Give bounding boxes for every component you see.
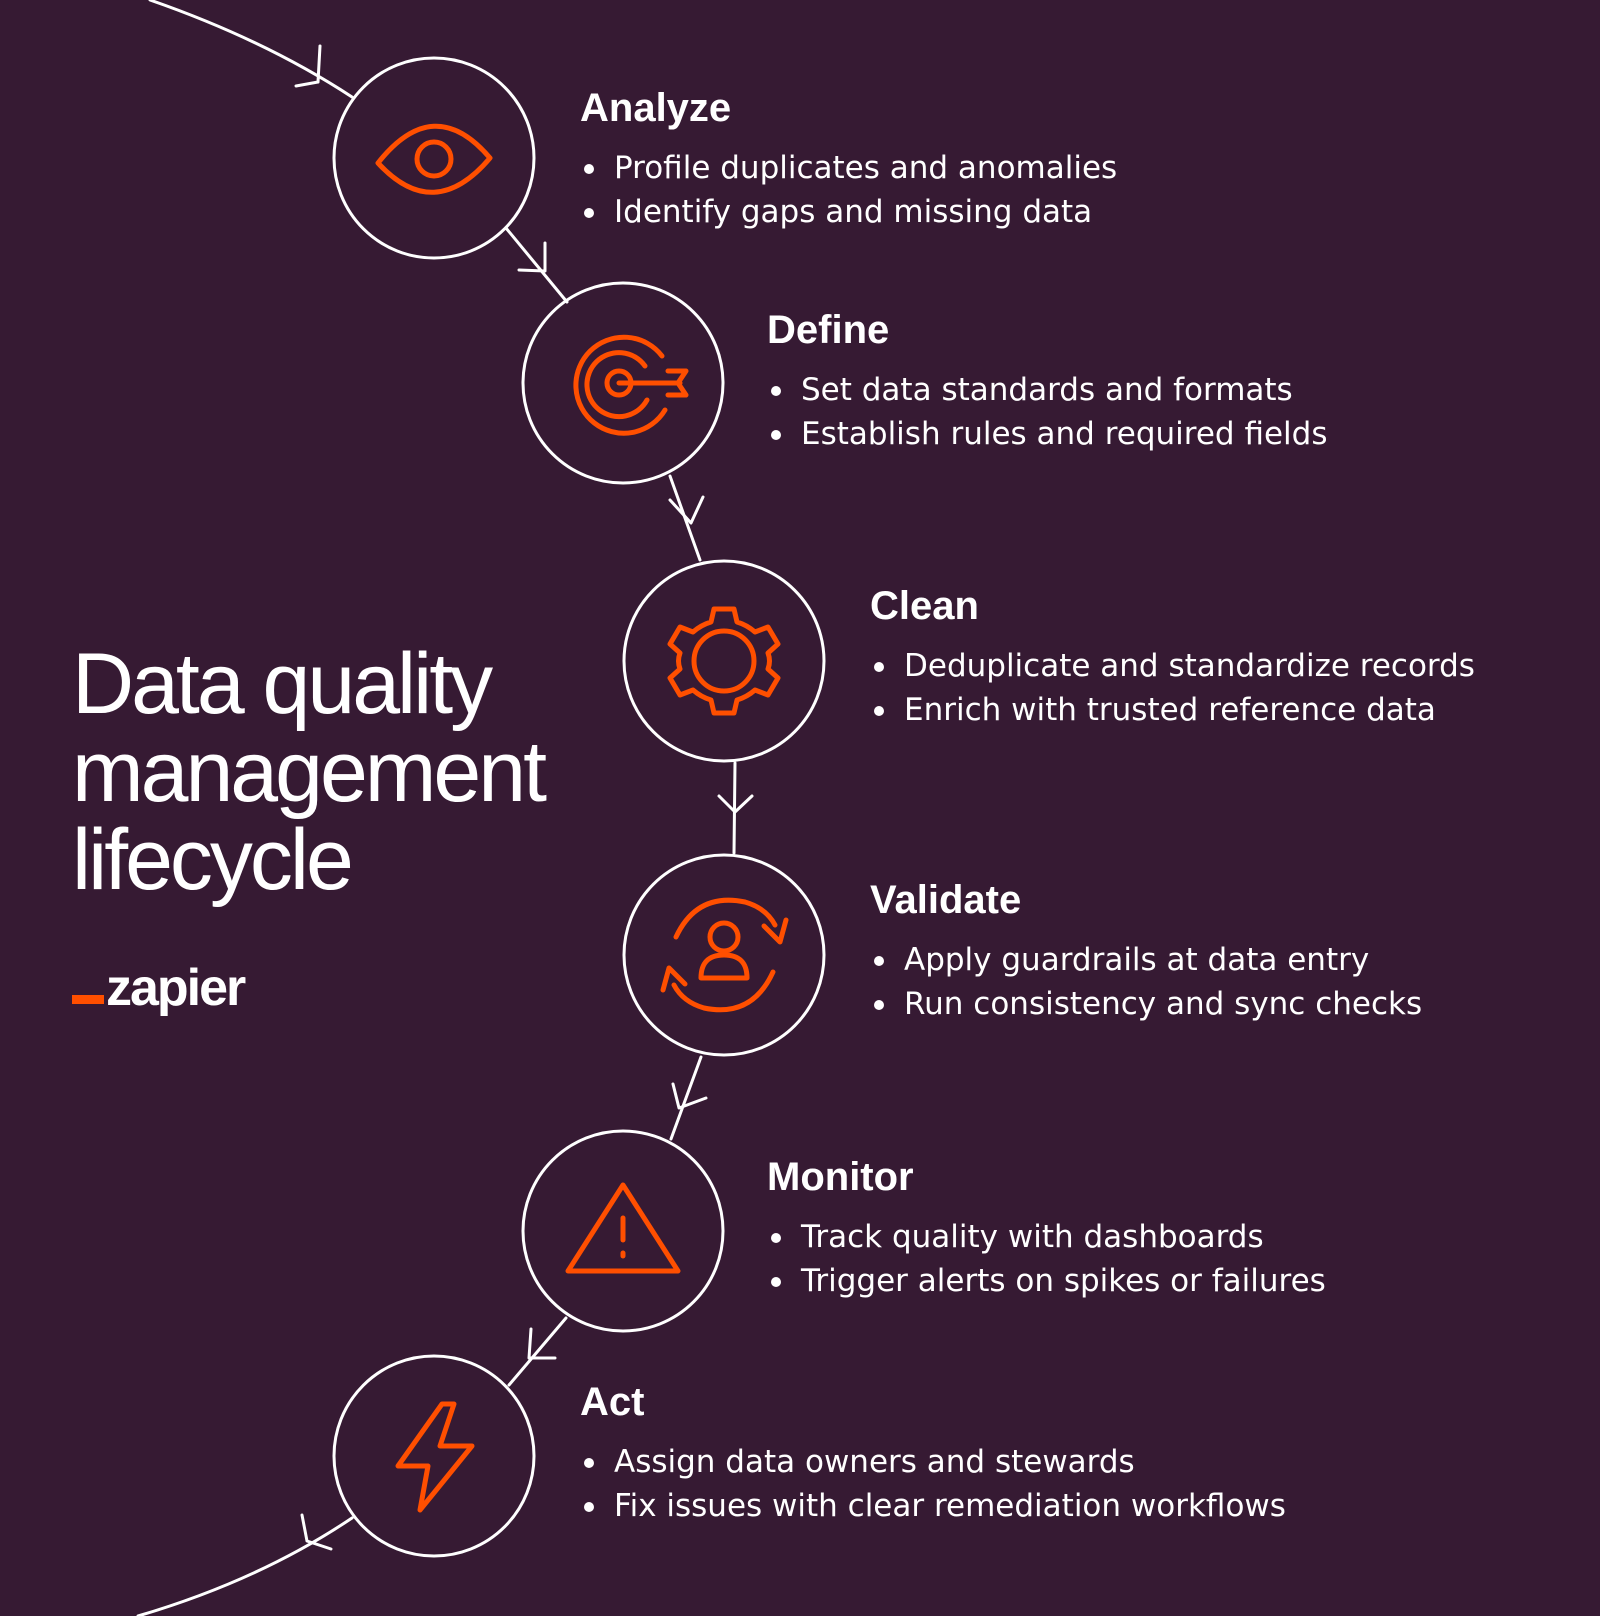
- step-bullets: Track quality with dashboards Trigger al…: [767, 1215, 1326, 1303]
- gear-icon: [667, 606, 781, 716]
- step-bullets: Assign data owners and stewards Fix issu…: [580, 1440, 1286, 1528]
- arrow-head: [300, 1513, 333, 1551]
- list-item: Profile duplicates and anomalies: [580, 146, 1117, 190]
- connector-monitor-act: [507, 1316, 568, 1387]
- step-bullets: Apply guardrails at data entry Run consi…: [870, 938, 1422, 1026]
- connector-validate-monitor: [669, 1055, 703, 1141]
- list-item: Establish rules and required fields: [767, 412, 1328, 456]
- step-circle-act: [332, 1354, 536, 1558]
- zapier-logo: zapier: [72, 958, 246, 1017]
- step-circle-analyze: [332, 56, 536, 260]
- list-item: Fix issues with clear remediation workfl…: [580, 1484, 1286, 1528]
- step-bullets: Deduplicate and standardize records Enri…: [870, 644, 1475, 732]
- user-sync-icon: [660, 897, 789, 1013]
- list-item: Trigger alerts on spikes or failures: [767, 1259, 1326, 1303]
- list-item: Enrich with trusted reference data: [870, 688, 1475, 732]
- step-bullets: Set data standards and formats Establish…: [767, 368, 1328, 456]
- step-clean: Clean Deduplicate and standardize record…: [870, 582, 1475, 732]
- list-item: Set data standards and formats: [767, 368, 1328, 412]
- title-line: lifecycle: [72, 812, 354, 908]
- step-title: Define: [767, 308, 890, 352]
- warning-icon: [565, 1182, 681, 1274]
- connector-exit: [136, 1516, 354, 1616]
- arrow-head: [717, 794, 754, 814]
- step-circle-define: [521, 281, 725, 485]
- arrow-head: [668, 495, 705, 525]
- step-circle-monitor: [521, 1129, 725, 1333]
- step-title: Act: [580, 1380, 645, 1424]
- step-circle-clean: [622, 559, 826, 763]
- step-title: Validate: [870, 878, 1022, 922]
- list-item: Run consistency and sync checks: [870, 982, 1422, 1026]
- step-title: Analyze: [580, 86, 732, 130]
- step-circle-validate: [622, 853, 826, 1057]
- list-item: Deduplicate and standardize records: [870, 644, 1475, 688]
- logo-underscore-mark: [72, 995, 104, 1004]
- list-item: Identify gaps and missing data: [580, 190, 1117, 234]
- eye-icon: [375, 123, 493, 195]
- title-line: management: [72, 724, 547, 820]
- connector-analyze-define: [504, 226, 569, 304]
- arrow-head: [671, 1082, 708, 1110]
- logo-wordmark: zapier: [106, 959, 246, 1017]
- arrow-head: [527, 1327, 557, 1360]
- step-analyze: Analyze Profile duplicates and anomalies…: [580, 84, 1117, 234]
- step-title: Monitor: [767, 1155, 914, 1199]
- arrow-head: [294, 44, 322, 88]
- list-item: Track quality with dashboards: [767, 1215, 1326, 1259]
- step-title: Clean: [870, 584, 979, 628]
- connector-clean-validate: [732, 761, 737, 855]
- step-define: Define Set data standards and formats Es…: [767, 306, 1328, 456]
- list-item: Assign data owners and stewards: [580, 1440, 1286, 1484]
- arrow-head: [517, 241, 547, 273]
- target-icon: [573, 334, 689, 436]
- list-item: Apply guardrails at data entry: [870, 938, 1422, 982]
- page-title: Data quality management lifecycle: [72, 636, 547, 908]
- lightning-icon: [395, 1401, 475, 1513]
- title-line: Data quality: [72, 636, 493, 732]
- connector-entry: [148, 0, 354, 99]
- step-act: Act Assign data owners and stewards Fix …: [580, 1378, 1286, 1528]
- step-monitor: Monitor Track quality with dashboards Tr…: [767, 1153, 1326, 1303]
- step-validate: Validate Apply guardrails at data entry …: [870, 876, 1422, 1026]
- step-bullets: Profile duplicates and anomalies Identif…: [580, 146, 1117, 234]
